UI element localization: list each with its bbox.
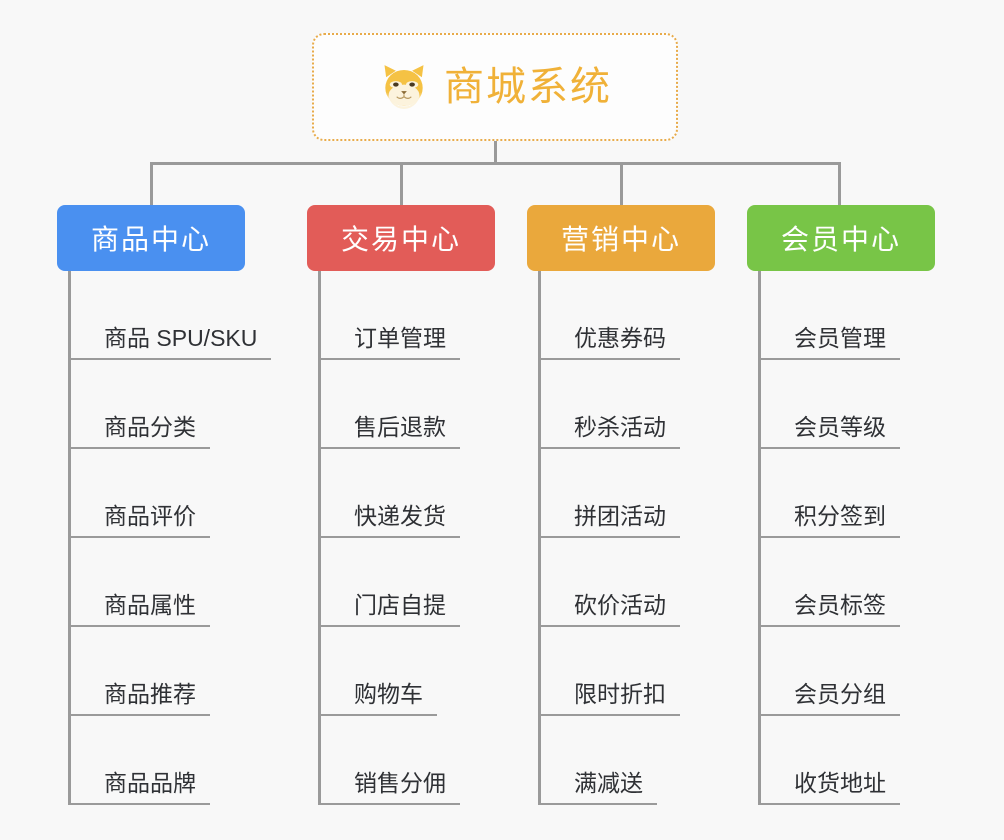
leaf-label: 会员管理 [758, 325, 900, 360]
leaf-label: 秒杀活动 [538, 414, 680, 449]
connector-trunk-bar [150, 162, 840, 165]
leaf-item[interactable]: 砍价活动 [538, 538, 715, 627]
leaf-label: 商品分类 [68, 414, 210, 449]
leaf-item[interactable]: 秒杀活动 [538, 360, 715, 449]
leaf-list-2: 优惠券码 秒杀活动 拼团活动 砍价活动 限时折扣 满减送 [538, 271, 715, 805]
leaf-item[interactable]: 销售分佣 [318, 716, 495, 805]
branch-column: 交易中心 订单管理 售后退款 快递发货 门店自提 购物车 销售分佣 [307, 205, 495, 821]
branch-header-3[interactable]: 会员中心 [747, 205, 935, 271]
leaf-item[interactable]: 门店自提 [318, 538, 495, 627]
leaf-label: 商品 SPU/SKU [68, 325, 272, 360]
branch-column: 会员中心 会员管理 会员等级 积分签到 会员标签 会员分组 收货地址 [747, 205, 935, 821]
root-title: 商城系统 [444, 65, 612, 109]
leaf-label: 购物车 [318, 681, 437, 716]
leaf-item[interactable]: 商品品牌 [68, 716, 245, 805]
leaf-item[interactable]: 会员标签 [758, 538, 935, 627]
leaf-item[interactable]: 会员管理 [758, 271, 935, 360]
branch-header-0[interactable]: 商品中心 [57, 205, 245, 271]
branch-header-label: 会员中心 [780, 224, 901, 255]
leaf-item[interactable]: 订单管理 [318, 271, 495, 360]
leaf-list-3: 会员管理 会员等级 积分签到 会员标签 会员分组 收货地址 [758, 271, 935, 805]
leaf-label: 门店自提 [318, 592, 460, 627]
leaf-label: 快递发货 [318, 503, 460, 538]
leaf-label: 会员等级 [758, 414, 900, 449]
connector-drop-1 [150, 162, 153, 207]
branch-header-label: 商品中心 [90, 224, 211, 255]
leaf-item[interactable]: 积分签到 [758, 449, 935, 538]
connector-drop-2 [400, 162, 403, 207]
leaf-label: 订单管理 [318, 325, 460, 360]
connector-root-stem [494, 141, 497, 165]
shiba-dog-face-icon [384, 65, 424, 109]
leaf-label: 销售分佣 [318, 770, 460, 805]
leaf-label: 拼团活动 [538, 503, 680, 538]
leaf-item[interactable]: 商品属性 [68, 538, 245, 627]
leaf-label: 商品品牌 [68, 770, 210, 805]
connector-drop-3 [620, 162, 623, 207]
root-node[interactable]: 商城系统 [312, 33, 678, 141]
leaf-label: 满减送 [538, 770, 657, 805]
leaf-item[interactable]: 商品评价 [68, 449, 245, 538]
leaf-label: 商品属性 [68, 592, 210, 627]
branch-header-1[interactable]: 交易中心 [307, 205, 495, 271]
leaf-label: 收货地址 [758, 770, 900, 805]
leaf-item[interactable]: 会员等级 [758, 360, 935, 449]
leaf-item[interactable]: 商品分类 [68, 360, 245, 449]
branch-header-label: 交易中心 [340, 224, 461, 255]
leaf-list-0: 商品 SPU/SKU 商品分类 商品评价 商品属性 商品推荐 商品品牌 [68, 271, 272, 805]
leaf-item[interactable]: 收货地址 [758, 716, 935, 805]
leaf-item[interactable]: 限时折扣 [538, 627, 715, 716]
leaf-label: 商品推荐 [68, 681, 210, 716]
leaf-label: 优惠券码 [538, 325, 680, 360]
leaf-item[interactable]: 会员分组 [758, 627, 935, 716]
leaf-item[interactable]: 商品推荐 [68, 627, 245, 716]
leaf-label: 售后退款 [318, 414, 460, 449]
leaf-label: 会员标签 [758, 592, 900, 627]
branch-column: 营销中心 优惠券码 秒杀活动 拼团活动 砍价活动 限时折扣 满减送 [527, 205, 715, 821]
leaf-item[interactable]: 拼团活动 [538, 449, 715, 538]
branch-header-label: 营销中心 [560, 224, 681, 255]
leaf-label: 限时折扣 [538, 681, 680, 716]
leaf-item[interactable]: 商品 SPU/SKU [68, 271, 272, 360]
leaf-item[interactable]: 售后退款 [318, 360, 495, 449]
leaf-item[interactable]: 快递发货 [318, 449, 495, 538]
leaf-list-1: 订单管理 售后退款 快递发货 门店自提 购物车 销售分佣 [318, 271, 495, 805]
leaf-label: 会员分组 [758, 681, 900, 716]
leaf-label: 砍价活动 [538, 592, 680, 627]
branch-column: 商品中心 商品 SPU/SKU 商品分类 商品评价 商品属性 商品推荐 商品品牌 [57, 205, 272, 821]
connector-drop-4 [838, 162, 841, 207]
leaf-item[interactable]: 优惠券码 [538, 271, 715, 360]
leaf-label: 积分签到 [758, 503, 900, 538]
leaf-item[interactable]: 购物车 [318, 627, 495, 716]
leaf-item[interactable]: 满减送 [538, 716, 715, 805]
branch-header-2[interactable]: 营销中心 [527, 205, 715, 271]
leaf-label: 商品评价 [68, 503, 210, 538]
